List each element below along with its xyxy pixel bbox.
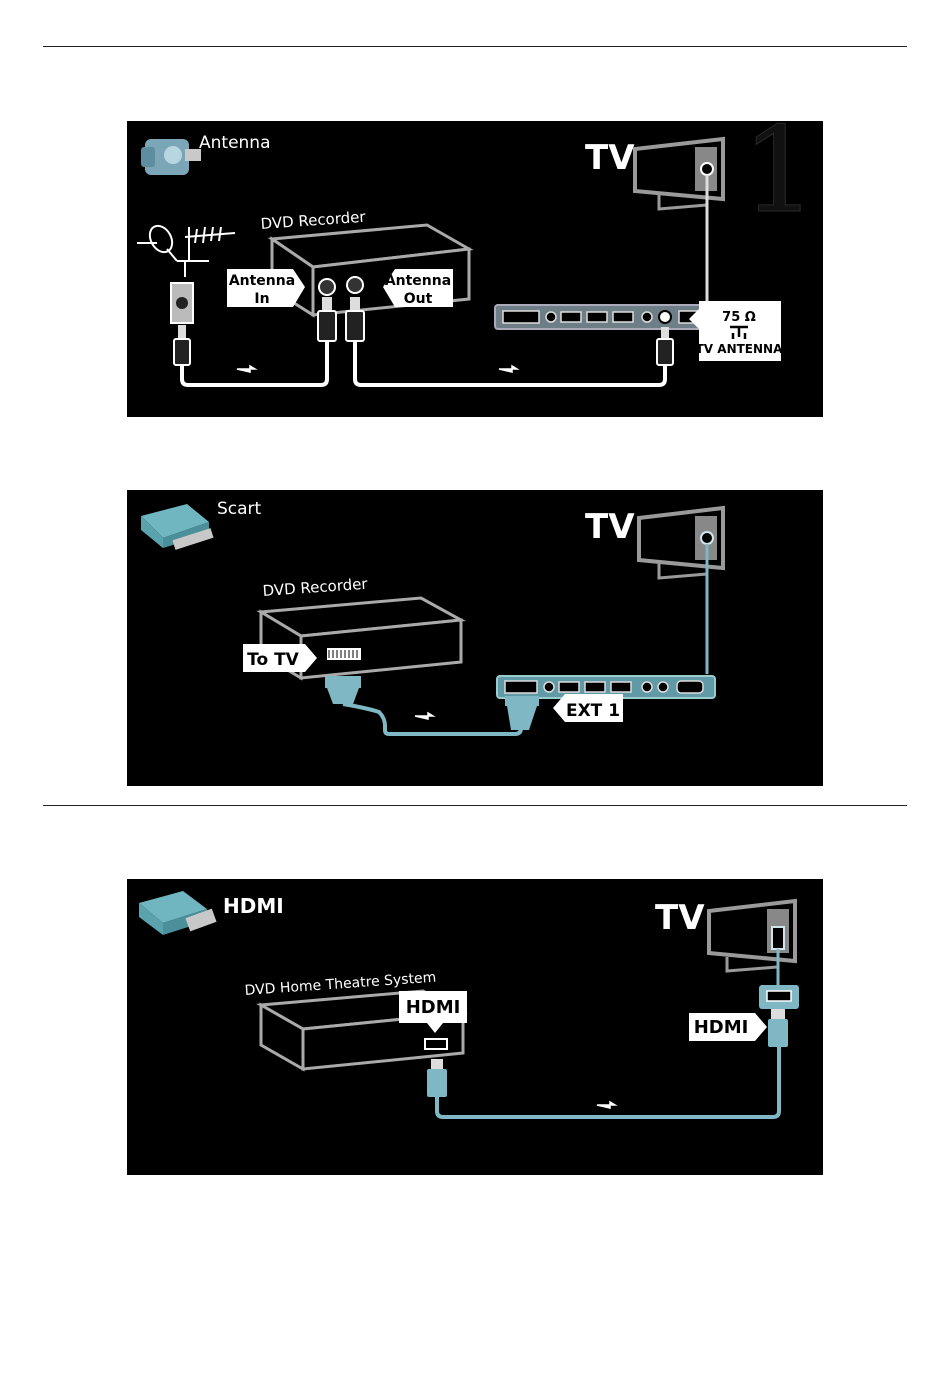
tv-label: TV (585, 138, 635, 178)
svg-text:HDMI: HDMI (406, 997, 461, 1018)
hdmi-plug-tv (768, 1009, 788, 1047)
section-rule (43, 805, 907, 806)
svg-text:In: In (254, 291, 269, 307)
antenna-plug-icon (141, 139, 201, 175)
scart-cable (343, 704, 521, 734)
coax-plug-wall (174, 325, 190, 365)
hdmi-connection-panel: HDMI TV DVD Home Theatre System HDMI HDM… (127, 879, 823, 1175)
antenna-out-label: Antenna Out (383, 269, 453, 307)
svg-text:EXT 1: EXT 1 (566, 701, 620, 721)
tv-antenna-label: 75 Ω TV ANTENNA (689, 301, 783, 361)
to-tv-label: To TV (243, 644, 317, 672)
scart-socket (327, 648, 361, 660)
scart-connection-panel: Scart TV DVD Recorder To TV (127, 490, 823, 786)
hdmi-tv-label: HDMI (689, 1013, 767, 1041)
cable-wall-to-recorder (182, 341, 327, 385)
tv-icon (639, 508, 723, 578)
scart-plug-tv (505, 696, 539, 730)
device-hdmi-socket (425, 1039, 447, 1049)
antenna-out-socket (347, 277, 363, 293)
arrow-icon (415, 713, 433, 719)
wall-socket-icon (171, 283, 193, 323)
device-label: DVD Recorder (260, 208, 367, 233)
arrow-icon (237, 366, 255, 372)
antenna-connection-panel: 1 Antenna TV (127, 121, 823, 417)
svg-text:75 Ω: 75 Ω (722, 310, 756, 325)
panel-title: Antenna (199, 133, 271, 153)
svg-text:To TV: To TV (247, 650, 300, 670)
scart-plug-recorder (325, 676, 361, 704)
svg-text:HDMI: HDMI (694, 1017, 749, 1038)
tv-icon (635, 139, 723, 209)
arrow-icon (597, 1102, 615, 1108)
arrow-icon (499, 366, 517, 372)
satellite-dish-icon (137, 222, 235, 277)
svg-text:Out: Out (404, 291, 433, 307)
device-label: DVD Recorder (262, 575, 369, 600)
tv-hdmi-socket (759, 985, 799, 1009)
tv-label: TV (585, 507, 635, 547)
panel-title: HDMI (223, 894, 284, 918)
scart-plug-icon (141, 504, 214, 550)
tv-icon (709, 901, 795, 971)
antenna-in-socket (319, 279, 335, 295)
tv-connector-panel (495, 305, 709, 329)
cable-recorder-to-tv (355, 341, 665, 385)
svg-text:Antenna: Antenna (385, 273, 451, 289)
svg-text:Antenna: Antenna (229, 273, 295, 289)
coax-plug-tv (657, 327, 673, 365)
svg-text:TV ANTENNA: TV ANTENNA (696, 342, 783, 356)
top-rule (43, 46, 907, 47)
hdmi-plug-icon (139, 891, 217, 935)
panel-title: Scart (217, 499, 262, 519)
ext1-label: EXT 1 (553, 694, 623, 722)
antenna-in-label: Antenna In (227, 269, 305, 307)
tv-label: TV (655, 898, 705, 938)
hdmi-plug-device (427, 1059, 447, 1097)
step-number: 1 (742, 121, 817, 239)
